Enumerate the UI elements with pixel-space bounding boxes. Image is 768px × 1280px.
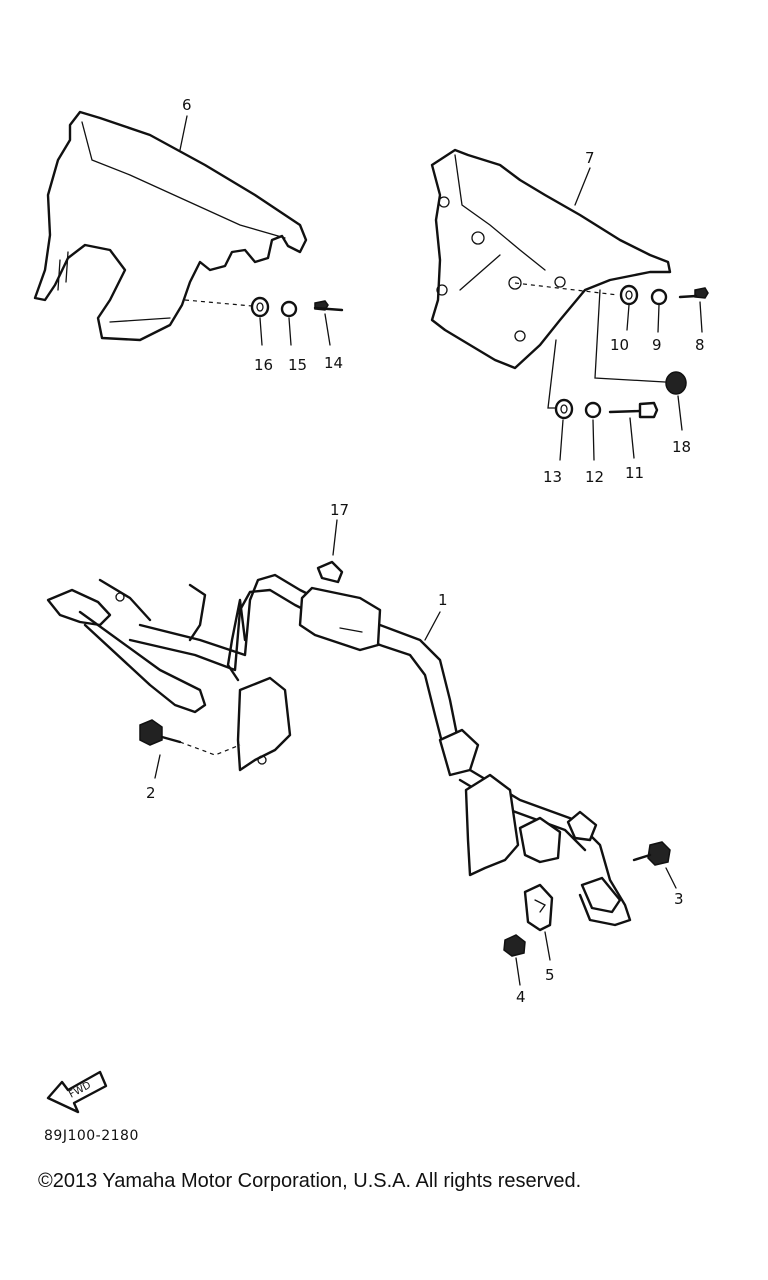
label-15: 15 xyxy=(288,356,307,374)
part-1-bracket xyxy=(46,573,632,927)
hardware-16-15-14 xyxy=(250,296,344,346)
label-5: 5 xyxy=(545,966,555,984)
label-8: 8 xyxy=(695,336,705,354)
label-7: 7 xyxy=(585,149,595,167)
fwd-arrow-icon: FWD xyxy=(46,1070,108,1114)
label-1: 1 xyxy=(438,591,448,609)
copyright-notice: ©2013 Yamaha Motor Corporation, U.S.A. A… xyxy=(38,1170,582,1192)
hardware-13-12-11 xyxy=(554,398,659,461)
label-16: 16 xyxy=(254,356,273,374)
label-12: 12 xyxy=(585,468,604,486)
label-18: 18 xyxy=(672,438,691,456)
label-3: 3 xyxy=(674,890,684,908)
part-7-cover xyxy=(430,148,672,370)
part-2-bolt xyxy=(139,719,241,779)
hardware-10-9-8 xyxy=(619,284,709,333)
label-10: 10 xyxy=(610,336,629,354)
part-5-holder xyxy=(523,883,554,961)
part-3-bolt xyxy=(632,841,677,889)
label-6: 6 xyxy=(182,96,192,114)
label-4: 4 xyxy=(516,988,526,1006)
leader-6 xyxy=(184,299,253,307)
drawing-code: 89J100-2180 xyxy=(44,1128,139,1144)
label-9: 9 xyxy=(652,336,662,354)
label-11: 11 xyxy=(625,464,644,482)
label-13: 13 xyxy=(543,468,562,486)
part-6-cover xyxy=(33,110,308,342)
label-14: 14 xyxy=(324,354,343,372)
part-17-clamp xyxy=(316,519,344,584)
label-2: 2 xyxy=(146,784,156,802)
label-17: 17 xyxy=(330,501,349,519)
hardware-18 xyxy=(665,371,687,431)
part-4-grommet xyxy=(503,934,526,986)
